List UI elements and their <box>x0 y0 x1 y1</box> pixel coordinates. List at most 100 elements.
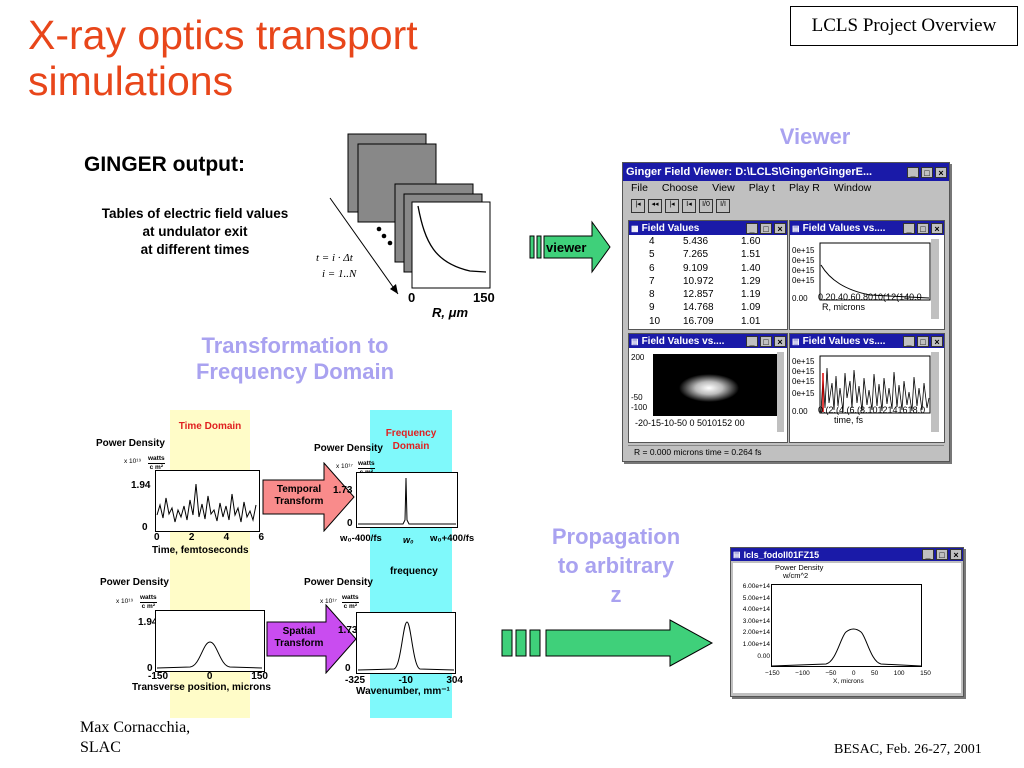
plot2-scale: x 10¹⁷ <box>336 463 353 470</box>
menu-window[interactable]: Window <box>833 182 872 194</box>
close-button[interactable]: × <box>935 166 947 178</box>
time-axis-arrow <box>329 197 399 295</box>
spatial-transform-label: Spatial Transform <box>274 626 324 649</box>
minimize-button[interactable]: _ <box>907 166 919 178</box>
field-values-row: 8 12.857 1.19 <box>633 288 787 301</box>
viewer-toolbar: |◂ ◂◂ |◂ I◂ I/0 I/I <box>623 196 949 216</box>
svg-text:200: 200 <box>631 353 645 362</box>
footer-event: BESAC, Feb. 26-27, 2001 <box>834 742 982 757</box>
plot2-xtick-mid: w₀ <box>403 535 414 545</box>
field-vs-r-title: Field Values vs.... <box>802 222 886 234</box>
plot4-scale: x 10¹⁷ <box>320 598 337 605</box>
field-values-cell: 6 <box>649 262 655 274</box>
field-values-cell: 1.29 <box>741 275 761 287</box>
plot1-scale: x 10¹⁹ <box>124 458 142 465</box>
menu-choose[interactable]: Choose <box>661 182 699 194</box>
maximize-button[interactable]: □ <box>921 166 933 178</box>
ginger-desc-line2: at undulator exit <box>142 224 248 239</box>
spatial-transform-arrow <box>266 604 357 674</box>
plot1-xlabel: Time, femtoseconds <box>152 545 249 556</box>
field-vs-r-titlebar[interactable]: ▤ Field Values vs.... _ □ × <box>790 221 944 235</box>
field-vs-t-window[interactable]: ▤ Field Values vs.... _ □ × 0e+15 0e+15 … <box>789 333 945 443</box>
plot3-scale: x 10¹⁹ <box>116 598 134 605</box>
field-2d-window[interactable]: ▤ Field Values vs.... _ □ × 200 -50 -100… <box>628 333 788 443</box>
field-values-cell: 12.857 <box>683 289 714 301</box>
f2d-close-button[interactable]: × <box>774 335 786 347</box>
propagation-label-line3: z <box>610 582 622 607</box>
svg-text:0e+15: 0e+15 <box>792 256 815 265</box>
field-values-cell: 7.265 <box>683 249 709 261</box>
f2d-minimize-button[interactable]: _ <box>746 335 758 347</box>
fvr-close-button[interactable]: × <box>931 222 943 234</box>
fvr-maximize-button[interactable]: □ <box>917 222 929 234</box>
slide-title-line2: simulations <box>28 58 234 104</box>
transform-label-line2: Frequency Domain <box>195 359 395 384</box>
temporal-transform-label: Temporal Transform <box>274 484 324 507</box>
menu-view[interactable]: View <box>712 182 735 194</box>
lcls-maximize-button[interactable]: □ <box>936 549 948 560</box>
ginger-axis-min: 0 <box>408 290 416 305</box>
lcls-titlebar[interactable]: ▤ lcls_fodoll01FZ15 _ □ × <box>731 548 963 561</box>
transform-label-line1: Transformation to <box>201 333 389 358</box>
toolbar-rewind-button[interactable]: ◂◂ <box>648 199 662 213</box>
fvt-minimize-button[interactable]: _ <box>903 335 915 347</box>
lcls-minimize-button[interactable]: _ <box>922 549 934 560</box>
field-vs-t-titlebar[interactable]: ▤ Field Values vs.... _ □ × <box>790 334 944 348</box>
svg-text:0.00: 0.00 <box>792 294 808 303</box>
fv-maximize-button[interactable]: □ <box>760 222 772 234</box>
fvr-minimize-button[interactable]: _ <box>903 222 915 234</box>
lcls-xtick-6: 150 <box>920 670 931 677</box>
fvt-close-button[interactable]: × <box>931 335 943 347</box>
fv-close-button[interactable]: × <box>774 222 786 234</box>
ginger-field-viewer-window[interactable]: Ginger Field Viewer: D:\LCLS\Ginger\Ging… <box>622 162 950 462</box>
field-values-cell: 8 <box>649 289 655 301</box>
chart-icon: ▤ <box>733 550 741 559</box>
menu-play-t[interactable]: Play t <box>748 182 775 194</box>
fvt-maximize-button[interactable]: □ <box>917 335 929 347</box>
toolbar-step-button[interactable]: I◂ <box>682 199 696 213</box>
footer-author: Max Cornacchia, SLAC <box>80 718 190 758</box>
menu-play-r[interactable]: Play R <box>788 182 820 194</box>
toolbar-io-button[interactable]: I/0 <box>699 199 713 213</box>
freq-domain-label: Frequency Domain <box>385 428 437 452</box>
formula-t: t = i · Δt <box>316 252 353 264</box>
lcls-ytick-0: 0.00 <box>757 652 770 660</box>
plot3-unit: watts c m² <box>140 594 157 611</box>
plot-br-axis: time, fs <box>834 415 864 425</box>
field-values-cell: 1.19 <box>741 289 761 301</box>
viewer-titlebar[interactable]: Ginger Field Viewer: D:\LCLS\Ginger\Ging… <box>623 163 949 181</box>
lcls-xtick-3: 0 <box>851 670 856 677</box>
propagation-section-label: Propagation to arbitrary z <box>528 522 704 609</box>
field-values-cell: 10.972 <box>683 275 714 287</box>
f2d-maximize-button[interactable]: □ <box>760 335 772 347</box>
toolbar-first-button[interactable]: |◂ <box>631 199 645 213</box>
chart-icon: ▤ <box>631 336 639 346</box>
field-values-cell: 10 <box>649 315 661 327</box>
field-2d-titlebar[interactable]: ▤ Field Values vs.... _ □ × <box>629 334 787 348</box>
field-vs-r-window[interactable]: ▤ Field Values vs.... _ □ × 0e+15 0e+15 … <box>789 220 945 330</box>
menu-file[interactable]: File <box>631 182 648 194</box>
fv-minimize-button[interactable]: _ <box>746 222 758 234</box>
stack-sheet-front <box>411 201 491 289</box>
field-values-cell: 9 <box>649 302 655 314</box>
transform-section-label: Transformation to Frequency Domain <box>150 333 440 385</box>
plot-tr-axis: R, microns <box>822 302 866 312</box>
ginger-axis-max: 150 <box>473 290 495 305</box>
field-values-title: Field Values <box>641 222 700 234</box>
svg-text:0e+15: 0e+15 <box>792 276 815 285</box>
field-values-titlebar[interactable]: ▦ Field Values _ □ × <box>629 221 787 235</box>
plot3-ymax: 1.94 <box>138 617 158 628</box>
toolbar-prev-button[interactable]: |◂ <box>665 199 679 213</box>
lcls-close-button[interactable]: × <box>950 549 962 560</box>
plot1-time-signal <box>155 470 260 532</box>
viewer-arrow <box>529 220 611 274</box>
toolbar-ii-button[interactable]: I/I <box>716 199 730 213</box>
lcls-fodoll-window[interactable]: ▤ lcls_fodoll01FZ15 _ □ × Power Density … <box>730 547 964 697</box>
propagation-arrow <box>501 619 714 667</box>
temporal-transform-arrow <box>262 462 355 532</box>
